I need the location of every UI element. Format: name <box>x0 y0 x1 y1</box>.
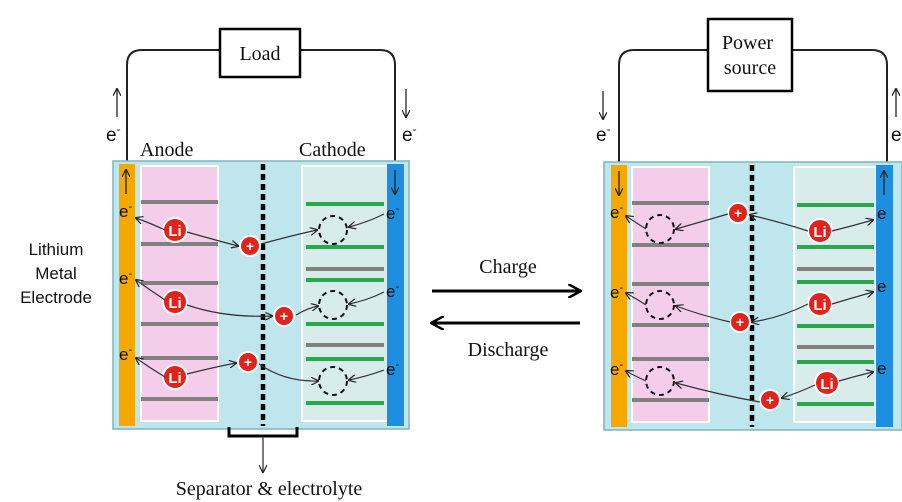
right-cathode-electron-3: e <box>877 359 886 378</box>
svg-text:+: + <box>736 314 744 330</box>
right-cathode-electron-1: e <box>877 204 886 223</box>
side-label-line1: Lithium <box>0 238 112 262</box>
right-wire-electron: e- <box>402 122 417 146</box>
load-label: Load <box>239 43 280 65</box>
left-wire-electron: e- <box>106 122 121 146</box>
svg-text:Li: Li <box>168 295 181 312</box>
cathode-label: Cathode <box>299 139 366 161</box>
svg-text:+: + <box>734 205 742 221</box>
svg-text:+: + <box>766 392 774 408</box>
discharge-label: Discharge <box>468 339 549 361</box>
right-left-wire-electron: e- <box>596 122 611 146</box>
svg-text:+: + <box>244 354 252 370</box>
power-source-box <box>708 19 792 91</box>
right-right-wire-electron: e <box>891 125 902 146</box>
svg-text:Li: Li <box>168 223 181 240</box>
charge-label: Charge <box>479 256 537 278</box>
svg-text:Li: Li <box>168 370 181 387</box>
right-cathode-electron-2: e <box>877 277 886 296</box>
right-cell: Power source e- e <box>596 19 902 430</box>
svg-text:Li: Li <box>820 376 833 393</box>
svg-text:+: + <box>280 308 288 324</box>
side-label-line3: Electrode <box>0 286 112 310</box>
side-label-line2: Metal <box>0 262 112 286</box>
lithium-metal-electrode-label: Lithium Metal Electrode <box>0 238 112 310</box>
anode-label: Anode <box>140 139 193 161</box>
separator-label: Separator & electrolyte <box>176 478 363 500</box>
svg-text:Li: Li <box>813 224 826 241</box>
svg-text:Li: Li <box>813 297 826 314</box>
svg-text:+: + <box>246 238 254 254</box>
left-cell: Load e- e- Anode Cathode <box>106 29 417 472</box>
